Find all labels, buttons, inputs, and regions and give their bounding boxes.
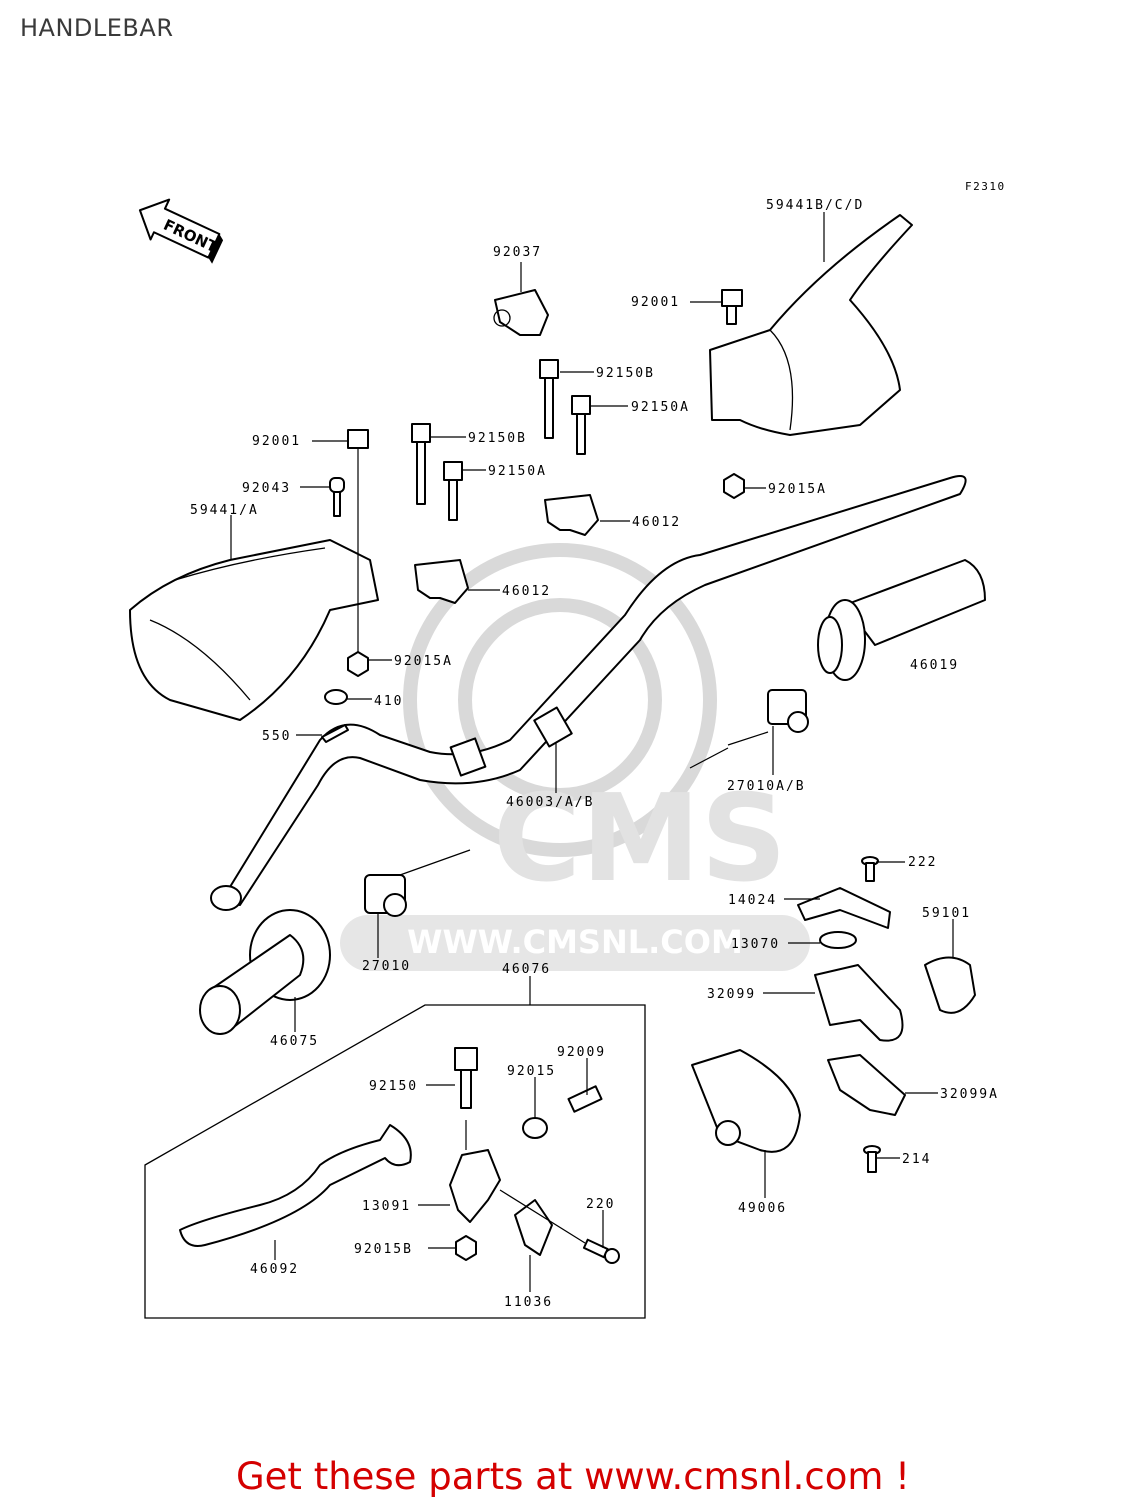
screw-214 [863, 1145, 881, 1173]
washer-410 [324, 689, 348, 705]
label-27010: 27010 [362, 959, 411, 974]
right-grip [817, 559, 986, 681]
label-46076: 46076 [502, 962, 551, 977]
bolt-92150a-top [571, 395, 591, 455]
label-222: 222 [908, 855, 937, 870]
watermark-brand: CMS [493, 770, 787, 909]
bolt-92150b-top [539, 359, 559, 439]
switch-27010 [364, 849, 471, 917]
cable-guide-13070 [819, 931, 857, 949]
throttle-59101 [924, 956, 976, 1014]
left-hand-guard [129, 539, 379, 721]
label-14024: 14024 [728, 893, 777, 908]
nut-92015a-top [723, 473, 745, 499]
parts-diagram: CMS WWW.CMSNL.COM F2310 FRONT [129, 180, 1006, 1319]
bolt-92001-top [721, 289, 743, 325]
footer-link[interactable]: Get these parts at www.cmsnl.com ! [235, 1455, 910, 1498]
nut-92015b [455, 1235, 477, 1261]
clamp-lower [414, 559, 469, 604]
bolt-92150a-mid [443, 461, 463, 521]
label-92015b: 92015B [354, 1242, 413, 1257]
holder-13091 [449, 1149, 501, 1223]
label-49006: 49006 [738, 1201, 787, 1216]
label-32099: 32099 [707, 987, 756, 1002]
bolt-92001-left [347, 429, 369, 660]
label-46003: 46003/A/B [506, 795, 594, 810]
screw-222 [861, 856, 879, 882]
label-46012-top: 46012 [632, 515, 681, 530]
label-11036: 11036 [504, 1295, 553, 1310]
label-220: 220 [586, 1197, 615, 1212]
label-92043: 92043 [242, 481, 291, 496]
cover-14024 [797, 887, 891, 929]
label-92009: 92009 [557, 1045, 606, 1060]
label-92015a-top: 92015A [768, 482, 827, 497]
figure-code: F2310 [965, 180, 1006, 193]
label-92150a-mid: 92150A [488, 464, 547, 479]
housing-32099a [827, 1054, 906, 1116]
page-title: HANDLEBAR [20, 14, 174, 42]
left-grip [199, 909, 331, 1035]
label-59441a: 59441/A [190, 503, 259, 518]
adjuster-92009 [567, 1085, 603, 1113]
right-hand-guard [709, 214, 913, 436]
label-13070: 13070 [731, 937, 780, 952]
label-92150b-mid: 92150B [468, 431, 527, 446]
label-92150: 92150 [369, 1079, 418, 1094]
part-labels: 59441B/C/D 92037 92001 92150B 92150A 920… [190, 198, 999, 1310]
clamp-11036 [514, 1199, 553, 1256]
pin-92043 [329, 477, 345, 517]
lever-46092 [179, 1124, 412, 1247]
screw-220 [582, 1238, 620, 1264]
label-46012-bot: 46012 [502, 584, 551, 599]
label-59101: 59101 [922, 906, 971, 921]
label-92001-left: 92001 [252, 434, 301, 449]
label-92001-top: 92001 [631, 295, 680, 310]
label-59441bcd: 59441B/C/D [766, 198, 864, 213]
clutch-assembly-box [144, 1004, 646, 1319]
bolt-92150b-mid [411, 423, 431, 505]
housing-49006 [691, 1049, 801, 1153]
label-32099a: 32099A [940, 1087, 999, 1102]
label-92015a-left: 92015A [394, 654, 453, 669]
handlebar-tube [210, 475, 967, 911]
label-27010ab: 27010A/B [727, 779, 806, 794]
label-92150b-top: 92150B [596, 366, 655, 381]
leader-lines [230, 212, 954, 1292]
bracket-92037 [493, 289, 549, 336]
front-arrow: FRONT [138, 198, 224, 264]
label-46075: 46075 [270, 1034, 319, 1049]
housing-32099 [814, 964, 904, 1042]
label-92150a-top: 92150A [631, 400, 690, 415]
label-46019: 46019 [910, 658, 959, 673]
nut-92015a-left [347, 651, 369, 677]
watermark: CMS WWW.CMSNL.COM [340, 543, 810, 971]
watermark-url: WWW.CMSNL.COM [407, 923, 743, 961]
clamp-upper [544, 494, 599, 536]
nut-92015 [522, 1117, 548, 1139]
label-92037: 92037 [493, 245, 542, 260]
label-410: 410 [374, 694, 403, 709]
switch-27010ab [689, 689, 809, 769]
label-92015: 92015 [507, 1064, 556, 1079]
label-550: 550 [262, 729, 291, 744]
cotter-pin-550 [321, 724, 349, 743]
bolt-92150 [454, 1047, 478, 1109]
label-214: 214 [902, 1152, 931, 1167]
label-13091: 13091 [362, 1199, 411, 1214]
label-46092: 46092 [250, 1262, 299, 1277]
